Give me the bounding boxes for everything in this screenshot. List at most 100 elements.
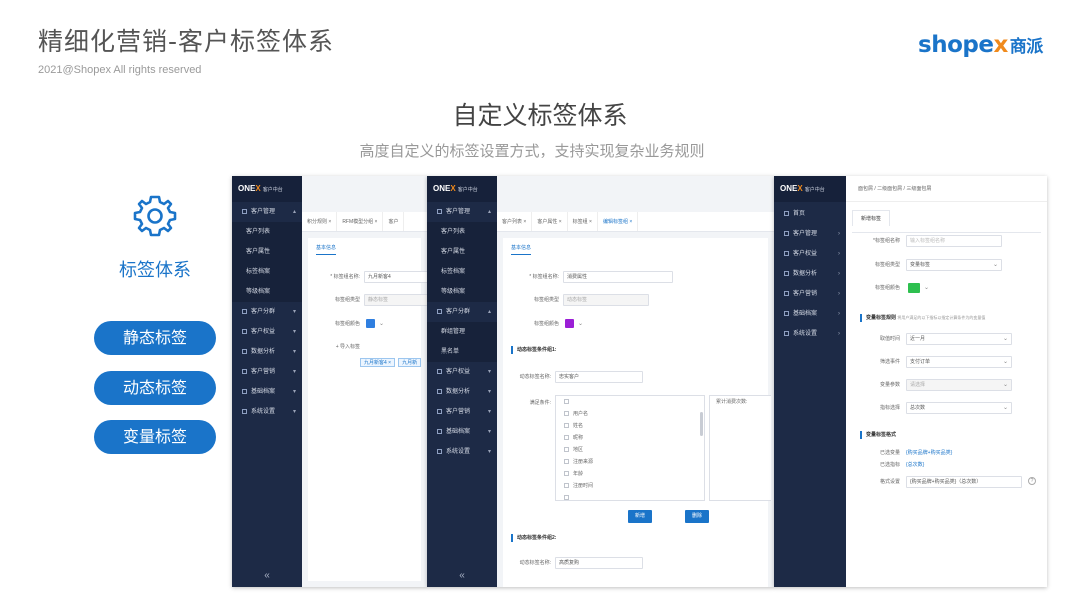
checkbox[interactable] [564, 483, 569, 489]
sidebar-item[interactable]: 客户营销▾ [427, 402, 497, 422]
help-icon[interactable]: ? [1028, 477, 1036, 485]
chevron-icon: › [838, 311, 840, 317]
sidebar-item[interactable]: 首页 [774, 204, 846, 224]
sidebar-item[interactable]: 客户列表 [232, 222, 302, 242]
sidebar-item[interactable]: 标签档案 [427, 262, 497, 282]
tab-edit-tag-group[interactable]: 编辑标签组 × [598, 212, 639, 231]
color-swatch[interactable] [565, 319, 574, 328]
checkbox[interactable] [564, 459, 569, 465]
color-swatch[interactable] [366, 319, 375, 328]
format-setting-input[interactable]: {购买品牌+购买品类}（总次数） [906, 476, 1022, 488]
sidebar-item[interactable]: 系统设置› [774, 324, 846, 344]
sidebar-item[interactable]: 客户管理▴ [232, 202, 302, 222]
sidebar-item[interactable]: 黑名单 [427, 342, 497, 362]
checkbox[interactable] [564, 423, 569, 429]
sidebar-item[interactable]: 客户分群▴ [427, 302, 497, 322]
tag-group-name-input[interactable]: 输入标签组名称 [906, 235, 1002, 247]
checkbox[interactable] [564, 399, 569, 405]
breadcrumb[interactable]: 面包屑 / 二级面包屑 / 三级面包屑 [846, 176, 1047, 202]
chevron-down-icon[interactable]: ⌄ [993, 262, 999, 268]
list-item[interactable]: 注册时间 [556, 480, 704, 492]
static-tag-button[interactable]: 静态标签 [94, 321, 216, 355]
tag-group-type-select[interactable]: 动态标签 [563, 294, 649, 306]
tab-basic-info[interactable]: 基本信息 [511, 244, 532, 255]
tag-chip[interactable]: 九月新客4 × [360, 358, 396, 367]
checkbox[interactable] [564, 495, 569, 501]
checkbox[interactable] [564, 411, 569, 417]
list-item[interactable]: 年龄 [556, 468, 704, 480]
variable-param-select[interactable]: 请选择 [906, 379, 1012, 391]
sidebar-item[interactable]: 基础档案▾ [427, 422, 497, 442]
tab-customer-attr[interactable]: 客户属性 × [532, 212, 568, 231]
brand-title: 客户中台 [804, 187, 825, 193]
chevron-down-icon[interactable]: ⌄ [924, 285, 930, 291]
sidebar-item[interactable]: 客户权益▾ [427, 362, 497, 382]
sidebar-item[interactable]: 等级档案 [427, 282, 497, 302]
sidebar-item[interactable]: 客户管理▴ [427, 202, 497, 222]
tab-points-rule[interactable]: 积分规则 × [302, 212, 338, 231]
list-item[interactable]: 姓名 [556, 420, 704, 432]
dynamic-tag-name-input[interactable]: 高质复购 [555, 557, 643, 569]
tab-rfm-group[interactable]: RFM模型分组 × [337, 212, 384, 231]
time-range-select[interactable]: 近一月 [906, 333, 1012, 345]
scrollbar[interactable] [700, 412, 703, 436]
tag-chip[interactable]: 九月新 [398, 358, 422, 367]
sidebar-item[interactable]: 客户营销› [774, 284, 846, 304]
tab-customer[interactable]: 客户 [383, 212, 405, 231]
list-item[interactable] [556, 396, 704, 408]
tag-group-name-input[interactable]: 九月新客4 [364, 271, 427, 283]
add-button[interactable]: 新增 [628, 510, 652, 523]
sidebar-item[interactable]: 客户属性 [427, 242, 497, 262]
delete-button[interactable]: 删除 [685, 510, 709, 523]
chevron-down-icon[interactable]: ⌄ [1003, 359, 1009, 365]
collapse-icon[interactable]: « [264, 570, 270, 581]
sidebar-item[interactable]: 群组管理 [427, 322, 497, 342]
sidebar-item[interactable]: 客户权益▾ [232, 322, 302, 342]
sidebar-item[interactable]: 客户属性 [232, 242, 302, 262]
chevron-down-icon[interactable]: ⌄ [578, 321, 584, 327]
sidebar-item[interactable]: 基础档案› [774, 304, 846, 324]
chevron-down-icon[interactable]: ⌄ [1003, 336, 1009, 342]
sidebar-item[interactable]: 客户管理› [774, 224, 846, 244]
sidebar-item[interactable]: 系统设置▾ [232, 402, 302, 422]
sidebar-item[interactable]: 等级档案 [232, 282, 302, 302]
sidebar-item[interactable]: 标签档案 [232, 262, 302, 282]
sidebar-item[interactable]: 系统设置▾ [427, 442, 497, 462]
sidebar-item[interactable]: 数据分析▾ [427, 382, 497, 402]
sidebar-item[interactable]: 基础档案▾ [232, 382, 302, 402]
sidebar-item-label: 客户管理 [793, 231, 818, 237]
tag-group-name-input[interactable]: 消费属性 [563, 271, 673, 283]
checkbox[interactable] [564, 471, 569, 477]
sidebar-item[interactable]: 数据分析› [774, 264, 846, 284]
collapse-icon[interactable]: « [459, 570, 465, 581]
dynamic-tag-name-input[interactable]: 忠实客户 [555, 371, 643, 383]
chevron-down-icon[interactable]: ⌄ [1003, 382, 1009, 388]
metric-select[interactable]: 总次数 [906, 402, 1012, 414]
sidebar-item[interactable]: 客户权益› [774, 244, 846, 264]
list-item[interactable]: 昵称 [556, 432, 704, 444]
tab-basic-info[interactable]: 基本信息 [316, 244, 337, 255]
list-item[interactable]: 地区 [556, 444, 704, 456]
list-item[interactable]: 用户名 [556, 408, 704, 420]
checkbox[interactable] [564, 447, 569, 453]
condition-options-list[interactable]: 用户名姓名昵称地区注册来源年龄注册时间 [555, 395, 705, 501]
chevron-down-icon[interactable]: ⌄ [379, 321, 385, 327]
dynamic-tag-button[interactable]: 动态标签 [94, 371, 216, 405]
sidebar-item[interactable]: 客户分群▾ [232, 302, 302, 322]
checkbox[interactable] [564, 435, 569, 441]
tag-group-type-select[interactable]: 静态标签 [364, 294, 427, 306]
filter-event-select[interactable]: 支付订单 [906, 356, 1012, 368]
tab-customer-list[interactable]: 客户列表 × [497, 212, 533, 231]
sidebar-item[interactable]: 客户列表 [427, 222, 497, 242]
color-swatch[interactable] [908, 283, 920, 293]
chevron-down-icon[interactable]: ⌄ [1003, 405, 1009, 411]
tab-tag-group[interactable]: 标签组 × [568, 212, 598, 231]
tab-new-tag[interactable]: 新增标签 [852, 210, 891, 226]
list-item[interactable] [556, 492, 704, 504]
import-tag-label[interactable]: + 导入标签 [335, 344, 360, 350]
list-item[interactable]: 注册来源 [556, 456, 704, 468]
sidebar-item[interactable]: 客户营销▾ [232, 362, 302, 382]
sidebar-item[interactable]: 数据分析▾ [232, 342, 302, 362]
variable-tag-button[interactable]: 变量标签 [94, 420, 216, 454]
tag-group-type-select[interactable]: 变量标签 [906, 259, 1002, 271]
